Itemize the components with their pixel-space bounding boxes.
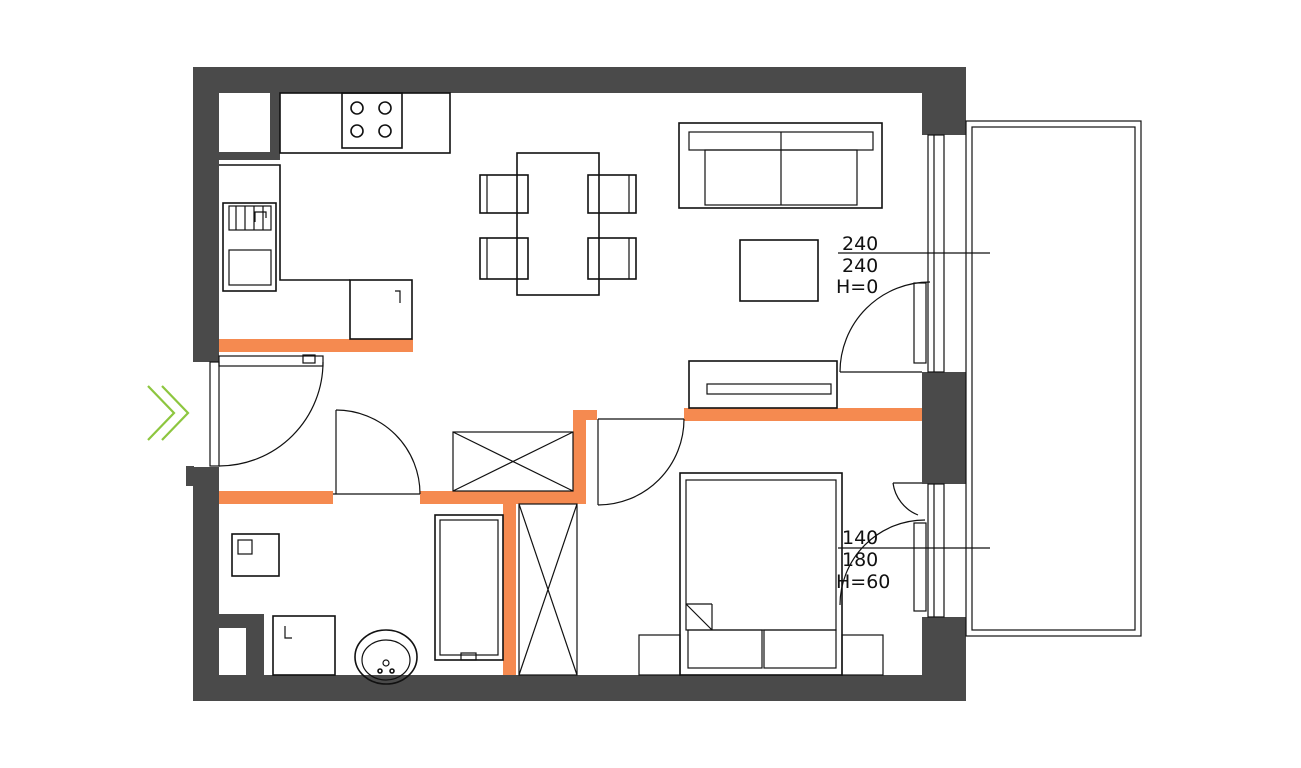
balcony-outer (965, 120, 1142, 637)
balcony-door-top-swing (839, 281, 931, 373)
annotation-bottom-line2: 180 (842, 549, 878, 571)
stove (341, 92, 403, 149)
exterior-walls (193, 67, 966, 701)
counter-left (219, 164, 350, 281)
annotation-bottom-line1: 140 (842, 527, 878, 549)
annotation-top-line2: 240 (842, 255, 878, 277)
bedroom-wardrobe (518, 503, 578, 676)
partition-vertical-upper (573, 410, 586, 504)
wall-right-top (922, 67, 966, 135)
bed-frame (679, 472, 843, 676)
bedroom (638, 472, 884, 676)
bath-door-swing (335, 409, 421, 495)
burner-4 (378, 124, 392, 138)
door-frame (218, 355, 324, 367)
wall-bottom (193, 675, 966, 701)
sink-drainer (228, 205, 272, 231)
dining-set (479, 152, 637, 296)
sink-bowl (228, 249, 272, 286)
partition-top-stub (573, 410, 597, 420)
bed-mattress (685, 479, 837, 631)
chair-top-right (587, 174, 637, 214)
nightstand-left (638, 634, 681, 676)
hall-wardrobe (452, 431, 574, 492)
washbasin (354, 629, 418, 685)
shaft-top-left (219, 93, 277, 158)
sink-basin (222, 202, 277, 292)
counter-top (279, 92, 451, 154)
radiator-slot (706, 383, 832, 395)
pillow-left (687, 629, 763, 669)
partitions (219, 339, 922, 675)
window-frame-bottom (927, 483, 945, 618)
dining-table (516, 152, 600, 296)
wall-top (193, 67, 966, 93)
wall-left-upper (193, 67, 219, 362)
burner-2 (378, 101, 392, 115)
bedroom-door-swing (597, 418, 685, 506)
partition-hall-middle (420, 491, 586, 504)
partition-bedroom (684, 408, 922, 421)
window-annotation-top: 240 240 H=0 (836, 233, 878, 298)
wall-left-lower (193, 467, 219, 701)
washing-machine (231, 533, 280, 577)
fridge (349, 279, 413, 340)
balcony-inner (971, 126, 1136, 631)
annotation-bottom-line3: H=60 (836, 571, 890, 593)
double-chevron-right-icon (147, 385, 190, 441)
balcony (839, 120, 1142, 637)
sofa-outer (678, 122, 883, 209)
partition-kitchen (219, 339, 413, 352)
burner-3 (350, 124, 364, 138)
faucet (254, 211, 267, 222)
bathtub-inner (439, 519, 499, 656)
wall-right-bottom (922, 617, 966, 701)
partition-hall-left (219, 491, 333, 504)
living-area (678, 122, 883, 409)
burner-1 (350, 101, 364, 115)
radiator-cabinet (688, 360, 838, 409)
hall-doors (333, 409, 685, 506)
bathroom (231, 514, 504, 685)
entry-door (209, 354, 324, 467)
door-leaf (209, 361, 220, 467)
wall-right-middle (922, 372, 966, 484)
shaft-bottom-left (219, 614, 264, 675)
door-swing (218, 361, 324, 467)
window-annotation-bottom: 140 180 H=60 (836, 527, 890, 593)
chair-bottom-right (587, 237, 637, 280)
balcony-door-leaf-bottom (913, 522, 927, 612)
chair-bottom-left (479, 237, 529, 280)
shafts (186, 93, 280, 675)
annotation-top-line1: 240 (842, 233, 878, 255)
entry-jamb (186, 466, 194, 486)
coffee-table (739, 239, 819, 302)
pillow-right (763, 629, 837, 669)
partition-bath-vertical (503, 504, 516, 675)
balcony-door-leaf-top (913, 282, 927, 364)
fridge-handle (395, 290, 401, 303)
blanket-fold (685, 603, 713, 631)
toilet (272, 615, 336, 676)
kitchen (219, 92, 451, 340)
bathtub-outer (434, 514, 504, 661)
shaft-top-left (219, 93, 280, 160)
chair-top-left (479, 174, 529, 214)
nightstand-right (841, 634, 884, 676)
annotation-top-line3: H=0 (836, 276, 878, 298)
